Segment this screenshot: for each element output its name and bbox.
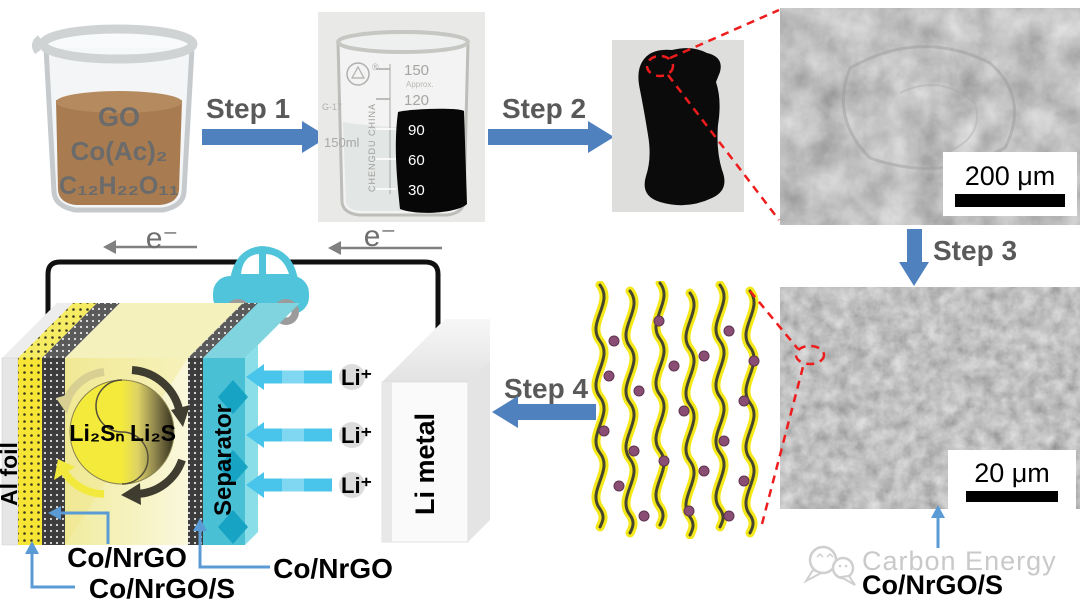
grad-60: 60 — [408, 152, 425, 169]
beaker-liquid — [56, 100, 182, 205]
electron-right-label: e⁻ — [364, 222, 397, 253]
beaker-rim — [38, 24, 198, 64]
li-ion-label: Li⁺ — [341, 365, 372, 390]
cycle-arrow-bottomright-icon — [135, 458, 186, 498]
separator-label: Separator — [210, 404, 237, 516]
li-ion-arrow: Li⁺ — [246, 364, 372, 390]
cycle-arrowhead — [54, 459, 75, 480]
grad-150: 150 — [404, 62, 429, 79]
product-label: Co/NrGO/S — [862, 570, 1004, 600]
brand-logo-icon — [346, 62, 370, 86]
wechat-logo-icon — [803, 545, 856, 586]
step1-label: Step 1 — [206, 93, 291, 124]
li2s-label: Li₂S — [130, 420, 176, 446]
separator-top — [203, 303, 300, 358]
electrolyte-box-top — [65, 303, 243, 358]
graphene-sheet-schematic — [584, 281, 760, 539]
sem-image-coarse — [780, 8, 1080, 225]
black-aerogel — [638, 48, 725, 206]
al-foil-label: Al foil — [0, 442, 22, 506]
step3-arrow — [907, 229, 922, 264]
sem1-scale-bar — [955, 193, 1065, 207]
step4-label: Step 4 — [504, 373, 589, 404]
brand-logo-triangle-icon — [350, 65, 366, 79]
li2sn-label: Li₂Sₙ — [69, 420, 124, 446]
li-ion-arrow: Li⁺ — [246, 422, 372, 448]
separator-coating-top-dots — [188, 303, 258, 358]
electron-left-label: e⁻ — [146, 222, 179, 255]
aerogel-photo — [612, 40, 744, 212]
electron-flow-right: e⁻ — [328, 222, 442, 255]
li-metal-label: Li metal — [410, 413, 440, 515]
liquid-surface — [56, 91, 182, 113]
cycle-arrowhead — [121, 483, 141, 505]
callout-lines — [30, 511, 270, 589]
li-ion-arrow: Li⁺ — [246, 472, 372, 498]
black-hydrogel — [395, 108, 467, 213]
graphene-strands — [596, 283, 754, 535]
callout-arrowhead-icon — [48, 506, 61, 520]
beaker1-line1: GO — [98, 102, 140, 132]
grad-approx: Approx. — [406, 80, 434, 89]
sem2-scale-box: 20 μm — [948, 450, 1076, 510]
step3-label: Step 3 — [933, 235, 1018, 266]
sem1-scale-box: 200 μm — [943, 152, 1077, 216]
beaker1-line3: C₁₂H₂₂O₁₁ — [59, 172, 179, 200]
step4-arrowhead-icon — [492, 396, 518, 428]
separator-side-face — [245, 345, 258, 545]
al-foil-top — [2, 303, 73, 358]
co-nrgo-left-label: Co/NrGO — [67, 542, 187, 573]
callout-arrowhead-icon — [193, 518, 207, 531]
glass-rim — [336, 30, 470, 54]
grad-30: 30 — [408, 182, 425, 199]
sem2-scale-bar — [966, 490, 1058, 502]
li-ion-label: Li⁺ — [341, 423, 372, 448]
cobalt-particles — [598, 315, 760, 522]
battery-schematic: e⁻ e⁻ — [0, 222, 490, 602]
beaker1-line2: Co(Ac)₂ — [71, 136, 168, 166]
li-metal-slab — [381, 319, 490, 543]
separator-coating-dots — [188, 358, 203, 545]
cathode-yellow-dots — [18, 358, 42, 545]
sem1-scale-label: 200 μm — [964, 160, 1056, 191]
beaker-spout — [31, 35, 43, 55]
co-nrgo-s-left-label: Co/NrGO/S — [89, 573, 235, 602]
electron-arrow-icon — [328, 241, 341, 255]
electron-arrow-icon — [103, 240, 116, 254]
separator-diamonds — [218, 380, 248, 544]
li-ion-label: Li⁺ — [341, 473, 372, 498]
callout-arrowhead-icon — [25, 541, 39, 554]
precursor-beaker: GO Co(Ac)₂ C₁₂H₂₂O₁₁ — [31, 24, 198, 213]
watermark-label: Carbon Energy — [862, 546, 1057, 576]
co-nrgo-right-label: Co/NrGO — [273, 553, 393, 584]
grad-90: 90 — [408, 122, 425, 139]
registered-mark-icon: ® — [372, 62, 379, 72]
step4-arrow — [518, 404, 596, 420]
volume-label: 150ml — [324, 135, 360, 150]
step1-arrow — [202, 129, 302, 145]
electron-flow-left: e⁻ — [103, 222, 197, 255]
interlayer-top-dots — [42, 303, 120, 358]
cycle-arrowhead — [56, 393, 74, 414]
brand-label: CHENGDU CHINA — [367, 103, 377, 192]
model-label: G-17 — [322, 102, 342, 112]
sem-flake — [841, 45, 1017, 170]
polysulfide-sphere: Li₂Sₙ Li₂S — [54, 366, 190, 505]
sem-flake-detail — [899, 84, 978, 154]
step3-arrowhead-icon — [899, 262, 929, 286]
cathode-yellow-top-dots — [18, 303, 97, 358]
cycle-arrowhead — [171, 405, 190, 427]
li-ion-flux: Li⁺ Li⁺ Li⁺ — [246, 364, 372, 498]
yinyang-curve — [95, 379, 149, 485]
step2-arrow — [488, 129, 588, 145]
hydrogel-beaker-photo: 150 Approx. 120 90 60 30 150ml CHENGDU C… — [318, 12, 485, 222]
grad-120: 120 — [404, 92, 429, 109]
interlayer-dark-dots — [42, 358, 65, 545]
sem2-scale-label: 20 μm — [974, 457, 1050, 488]
step2-arrowhead-icon — [588, 121, 614, 153]
step2-label: Step 2 — [502, 93, 587, 124]
cycle-arrow-topright-icon — [131, 366, 184, 415]
